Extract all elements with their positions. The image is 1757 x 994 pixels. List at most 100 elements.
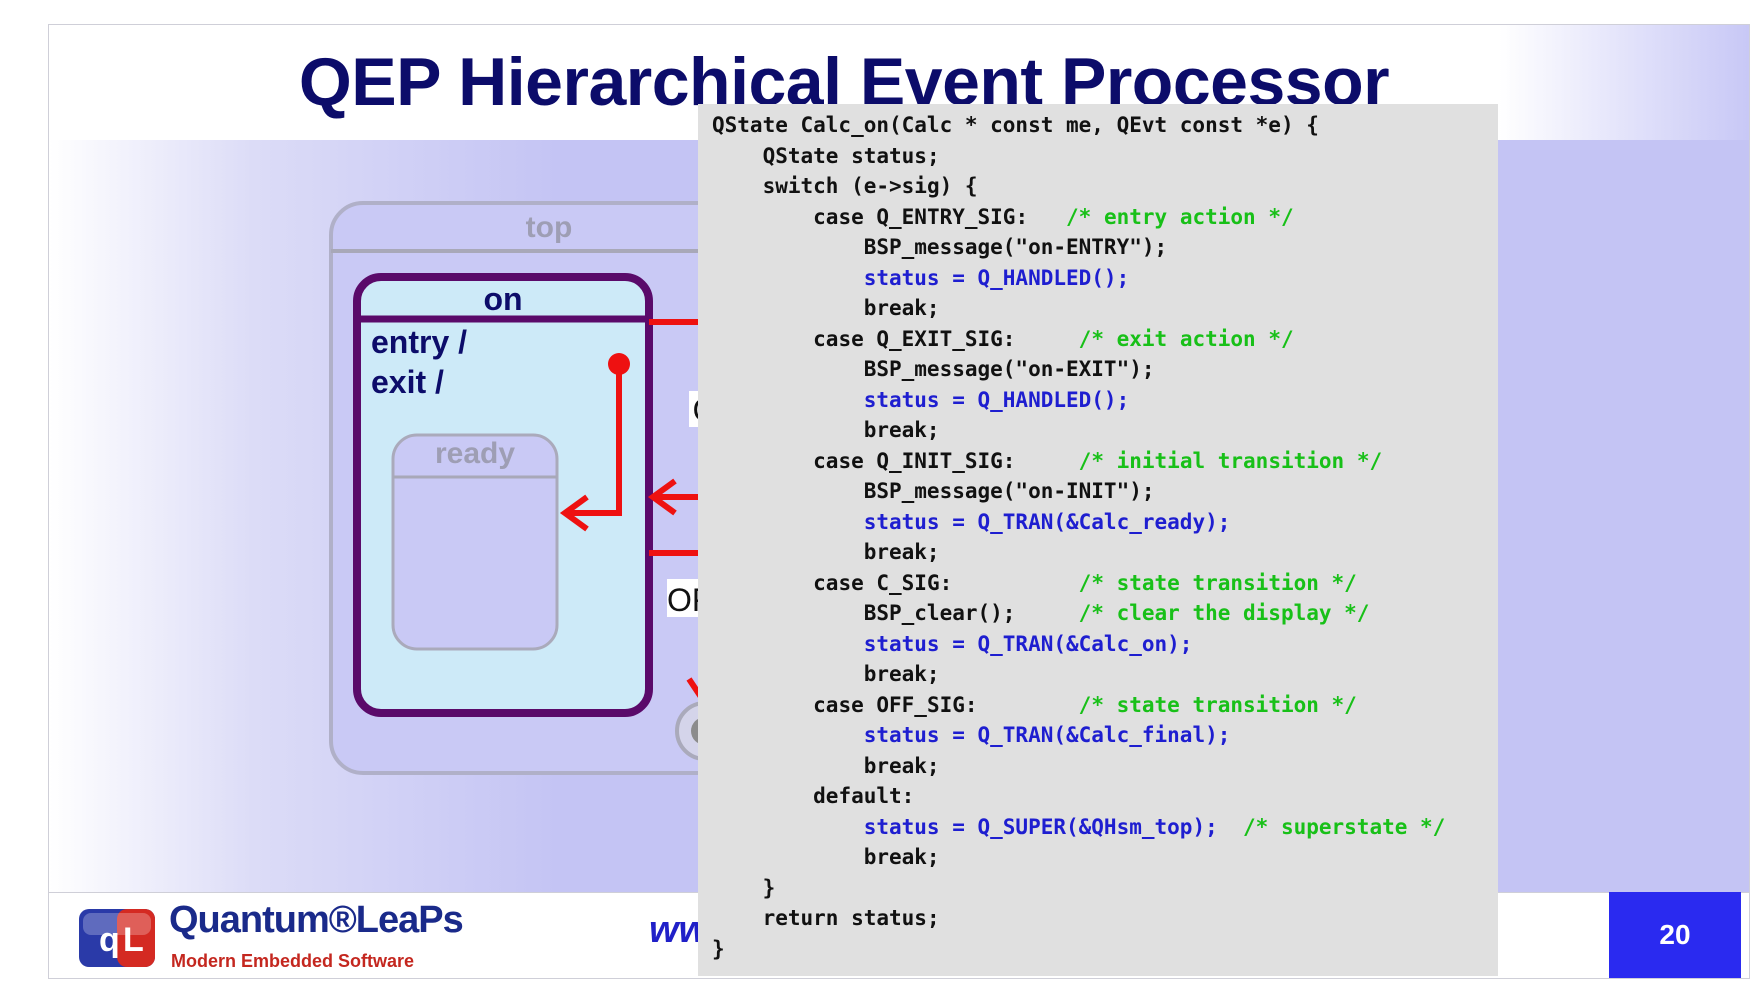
page-number: 20 <box>1659 919 1691 950</box>
svg-text:q: q <box>99 921 120 959</box>
code-line: BSP_message("on-INIT"); <box>712 476 1445 507</box>
code-text: case C_SIG: <box>813 570 1079 595</box>
code-indent <box>712 510 864 534</box>
code-line: break; <box>712 751 1445 782</box>
code-indent <box>712 540 864 564</box>
code-text: BSP_message("on-ENTRY"); <box>863 235 1168 259</box>
code-text: } <box>712 936 725 961</box>
code-line: QState Calc_on(Calc * const me, QEvt con… <box>712 110 1445 141</box>
logo-tagline: Modern Embedded Software <box>171 951 415 971</box>
code-text: break; <box>863 753 940 778</box>
code-line: status = Q_HANDLED(); <box>712 385 1445 416</box>
on-state-label: on <box>483 281 522 317</box>
code-text: default: <box>813 784 915 808</box>
exit-action-label: exit / <box>371 364 444 400</box>
code-indent <box>712 144 763 168</box>
code-text: break; <box>863 845 940 869</box>
code-text: QState status; <box>762 143 940 168</box>
code-line: status = Q_TRAN(&Calc_ready); <box>712 507 1445 538</box>
code-comment: /* entry action */ <box>1066 204 1294 229</box>
code-line: default: <box>712 781 1445 812</box>
code-line: break; <box>712 842 1445 873</box>
initial-transition-arrowhead <box>559 494 589 532</box>
code-line: BSP_message("on-ENTRY"); <box>712 232 1445 263</box>
code-line: break; <box>712 293 1445 324</box>
code-indent <box>712 754 864 778</box>
code-listing: QState Calc_on(Calc * const me, QEvt con… <box>712 110 1445 964</box>
code-comment: /* exit action */ <box>1078 326 1294 351</box>
code-comment: /* superstate */ <box>1243 814 1446 839</box>
code-indent <box>712 449 813 473</box>
code-line: } <box>712 934 1445 965</box>
code-line: return status; <box>712 903 1445 934</box>
code-line: BSP_clear(); /* clear the display */ <box>712 598 1445 629</box>
top-state-label: top <box>526 211 573 244</box>
code-line: break; <box>712 537 1445 568</box>
code-indent <box>712 327 813 351</box>
entry-action-label: entry / <box>371 324 467 360</box>
code-line: QState status; <box>712 141 1445 172</box>
code-text: status = Q_HANDLED(); <box>863 265 1130 290</box>
code-indent <box>712 723 864 747</box>
code-text: break; <box>863 662 940 686</box>
code-indent <box>712 693 813 717</box>
code-indent <box>712 388 864 412</box>
code-indent <box>712 876 763 900</box>
page-number-badge: 20 <box>1609 892 1741 978</box>
ready-state-box <box>391 433 559 651</box>
code-text: case Q_ENTRY_SIG: <box>813 204 1067 229</box>
code-text: break; <box>863 418 940 442</box>
code-text: case OFF_SIG: <box>813 692 1079 717</box>
code-indent <box>712 815 864 839</box>
code-indent <box>712 205 813 229</box>
code-indent <box>712 571 813 595</box>
code-text: case Q_EXIT_SIG: <box>813 326 1079 351</box>
code-text: } <box>762 875 776 900</box>
code-indent <box>712 357 864 381</box>
code-text: status = Q_TRAN(&Calc_on); <box>863 631 1193 656</box>
code-line: case Q_ENTRY_SIG: /* entry action */ <box>712 202 1445 233</box>
code-line: status = Q_TRAN(&Calc_final); <box>712 720 1445 751</box>
code-comment: /* initial transition */ <box>1078 448 1383 473</box>
c-transition-arrowhead <box>647 478 677 516</box>
code-indent <box>712 662 864 686</box>
code-text: status = Q_HANDLED(); <box>863 387 1130 412</box>
code-line: switch (e->sig) { <box>712 171 1445 202</box>
code-comment: /* state transition */ <box>1078 570 1357 595</box>
code-line: status = Q_HANDLED(); <box>712 263 1445 294</box>
code-text: break; <box>863 540 940 564</box>
quantum-leaps-logo-icon: q L <box>79 909 155 967</box>
code-text: status = Q_TRAN(&Calc_ready); <box>863 509 1231 534</box>
logo-name: Quantum®LeaPs <box>169 899 464 941</box>
code-text: status = Q_TRAN(&Calc_final); <box>863 723 1231 747</box>
code-indent <box>712 418 864 442</box>
code-indent <box>712 845 864 869</box>
code-line: case C_SIG: /* state transition */ <box>712 568 1445 599</box>
code-indent <box>712 632 864 656</box>
code-line: case OFF_SIG: /* state transition */ <box>712 690 1445 721</box>
code-indent <box>712 266 864 290</box>
code-line: } <box>712 873 1445 904</box>
code-indent <box>712 601 864 625</box>
code-line: break; <box>712 415 1445 446</box>
code-indent <box>712 784 813 808</box>
code-text: break; <box>863 296 940 320</box>
code-text: status = Q_SUPER(&QHsm_top); <box>863 814 1244 839</box>
code-text: QState Calc_on(Calc * const me, QEvt con… <box>712 113 1319 137</box>
ready-state-label: ready <box>435 437 515 470</box>
code-line: case Q_EXIT_SIG: /* exit action */ <box>712 324 1445 355</box>
code-line: case Q_INIT_SIG: /* initial transition *… <box>712 446 1445 477</box>
code-indent <box>712 296 864 320</box>
code-line: status = Q_SUPER(&QHsm_top); /* supersta… <box>712 812 1446 843</box>
code-text: BSP_message("on-INIT"); <box>863 479 1155 503</box>
code-text: case Q_INIT_SIG: <box>813 448 1079 473</box>
code-line: break; <box>712 659 1445 690</box>
code-comment: /* state transition */ <box>1078 692 1357 717</box>
code-line: status = Q_TRAN(&Calc_on); <box>712 629 1445 660</box>
code-indent <box>712 479 864 503</box>
state-diagram: top on entry / exit / ready C OFF <box>329 201 769 775</box>
title-strip-gradient <box>1499 25 1749 140</box>
initial-transition-arrow <box>565 364 622 516</box>
code-indent <box>712 906 763 930</box>
svg-text:L: L <box>123 921 144 959</box>
